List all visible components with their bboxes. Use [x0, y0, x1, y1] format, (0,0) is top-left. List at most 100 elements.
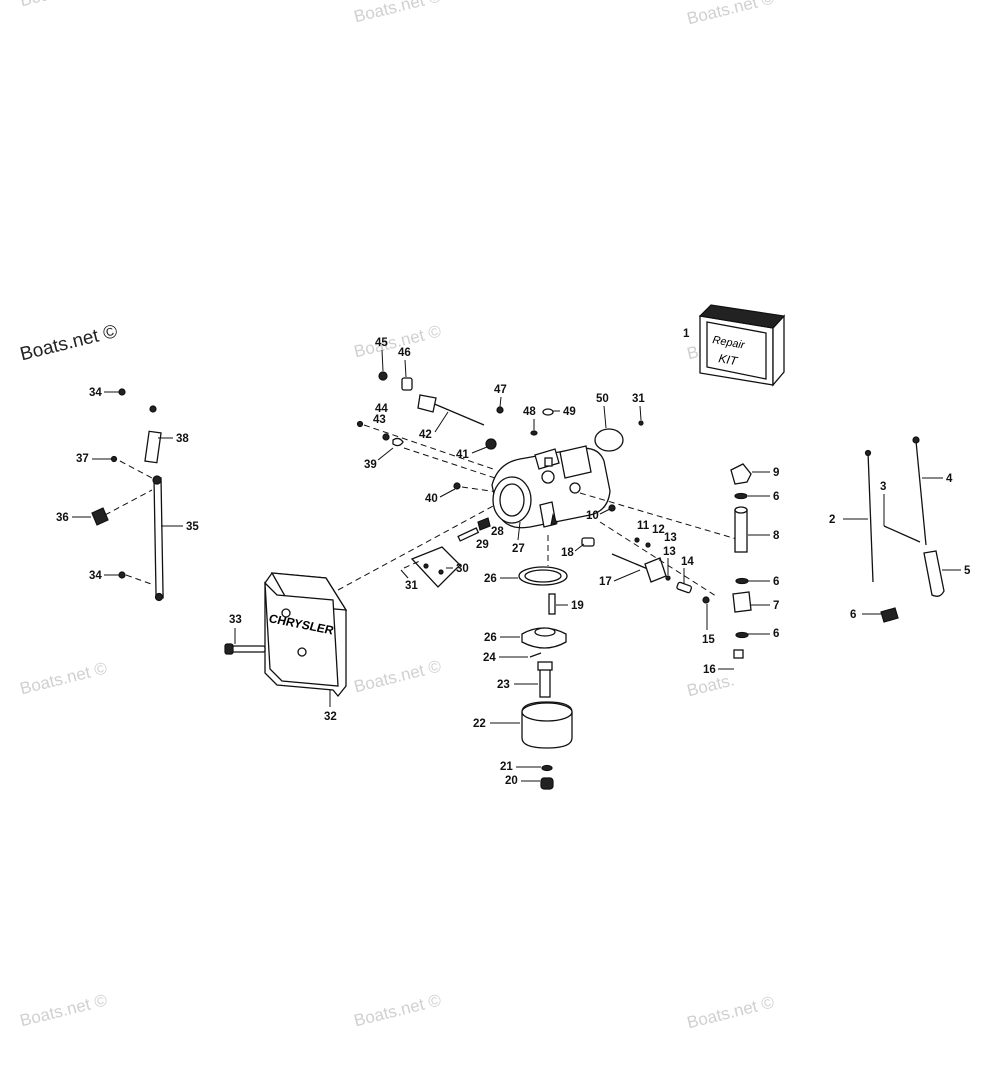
callout-19: 19	[556, 600, 584, 612]
svg-text:38: 38	[176, 433, 189, 445]
callout-48: 48	[523, 406, 536, 430]
svg-text:31: 31	[632, 393, 645, 405]
svg-text:12: 12	[652, 524, 665, 536]
svg-text:20: 20	[505, 775, 518, 787]
callout-6: 6	[0, 0, 6, 3]
callout-16: 16	[703, 664, 734, 676]
callout-13: 13	[664, 532, 677, 544]
callout-15: 15	[702, 604, 715, 646]
callout-42: 42	[419, 411, 449, 441]
repair-kit-box: Repair KIT	[698, 304, 786, 387]
svg-text:33: 33	[229, 614, 242, 626]
svg-text:11: 11	[637, 520, 650, 532]
callout-6: 6	[850, 609, 882, 621]
fuel-fitting-stack	[730, 463, 752, 639]
callout-5: 5	[942, 565, 971, 577]
callout-13: 13	[663, 546, 676, 575]
svg-text:22: 22	[473, 718, 486, 730]
callout-36: 36	[56, 512, 91, 524]
callout-21: 21	[500, 761, 541, 773]
callout-18: 18	[561, 543, 585, 559]
callout-23: 23	[497, 679, 538, 691]
svg-text:34: 34	[89, 570, 102, 582]
svg-text:3: 3	[880, 481, 886, 493]
svg-text:37: 37	[76, 453, 89, 465]
svg-text:40: 40	[425, 493, 438, 505]
callout-46: 46	[398, 347, 411, 378]
svg-text:28: 28	[491, 526, 504, 538]
svg-text:30: 30	[456, 563, 469, 575]
svg-text:50: 50	[596, 393, 609, 405]
callout-26: 26	[0, 0, 13, 3]
callout-9: 9	[752, 467, 779, 479]
svg-text:46: 46	[398, 347, 411, 359]
callout-20: 20	[505, 775, 540, 787]
callout-1: 1	[683, 328, 690, 340]
callout-32: 32	[324, 690, 337, 723]
callout-41: 41	[456, 446, 488, 461]
svg-text:47: 47	[494, 384, 507, 396]
linkage-rod-assembly	[91, 388, 164, 602]
svg-text:10: 10	[586, 510, 599, 522]
svg-text:15: 15	[702, 634, 715, 646]
svg-text:27: 27	[512, 543, 525, 555]
svg-text:23: 23	[497, 679, 510, 691]
callout-11: 11	[637, 520, 650, 532]
svg-text:35: 35	[186, 521, 199, 533]
air-silencer-cover: CHRYSLER	[224, 504, 496, 698]
callout-6: 6	[748, 491, 779, 503]
callout-44: 44	[375, 403, 388, 415]
svg-text:2: 2	[829, 514, 835, 526]
callout-37: 37	[76, 453, 111, 465]
callout-43: 43	[373, 414, 386, 426]
callout-14: 14	[681, 556, 694, 584]
svg-text:13: 13	[663, 546, 676, 558]
callout-31: 31	[632, 393, 645, 421]
svg-text:19: 19	[571, 600, 584, 612]
callout-28: 28	[491, 526, 504, 538]
callout-50: 50	[596, 393, 609, 429]
svg-text:21: 21	[500, 761, 513, 773]
callout-26: 26	[484, 573, 518, 585]
svg-text:6: 6	[773, 576, 779, 588]
callout-34: 34	[89, 570, 119, 582]
svg-text:29: 29	[476, 539, 489, 551]
svg-text:43: 43	[373, 414, 386, 426]
callout-33: 33	[229, 614, 242, 644]
carburetor-body	[491, 445, 611, 529]
callout-22: 22	[473, 718, 520, 730]
callout-38: 38	[158, 433, 189, 445]
callout-29: 29	[476, 539, 489, 551]
throttle-shaft-assembly	[579, 492, 741, 604]
svg-text:9: 9	[773, 467, 779, 479]
svg-text:32: 32	[324, 711, 337, 723]
callout-34: 34	[89, 387, 119, 399]
svg-text:34: 34	[89, 387, 102, 399]
callout-6: 6	[748, 576, 779, 588]
svg-text:41: 41	[456, 449, 469, 461]
control-rods	[864, 436, 945, 597]
svg-text:26: 26	[484, 573, 497, 585]
callout-27: 27	[512, 521, 525, 555]
svg-text:42: 42	[419, 429, 432, 441]
callout-3: 3	[880, 481, 886, 526]
callout-45: 45	[375, 337, 388, 372]
svg-text:26: 26	[484, 632, 497, 644]
callout-7: 7	[750, 600, 779, 612]
choke-shaft-assembly	[356, 371, 504, 493]
svg-text:45: 45	[375, 337, 388, 349]
svg-text:4: 4	[946, 473, 953, 485]
svg-text:31: 31	[405, 580, 418, 592]
callout-10: 10	[586, 508, 611, 522]
callout-4: 4	[922, 473, 953, 485]
svg-text:1: 1	[683, 328, 690, 340]
svg-text:7: 7	[773, 600, 779, 612]
callout-35: 35	[161, 521, 199, 533]
callout-47: 47	[494, 384, 507, 408]
svg-text:8: 8	[773, 530, 780, 542]
callout-26: 26	[484, 632, 520, 644]
svg-text:39: 39	[364, 459, 377, 471]
float-bowl-assembly	[518, 535, 573, 790]
